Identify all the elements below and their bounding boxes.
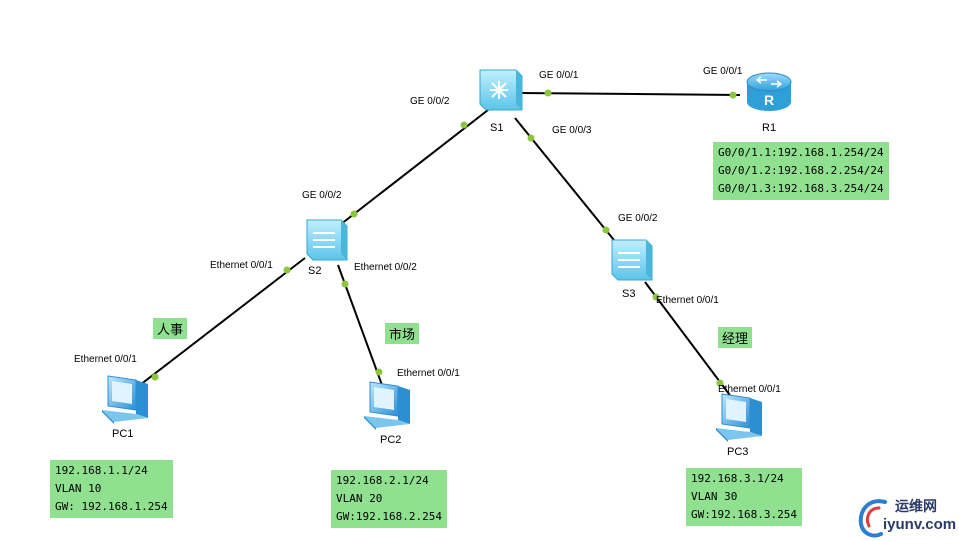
- port-label-pc1-s2: Ethernet 0/0/1: [74, 354, 137, 365]
- info-line: G0/0/1.3:192.168.3.254/24: [718, 182, 884, 195]
- info-line: GW:192.168.3.254: [691, 508, 797, 521]
- port-dot: [527, 134, 535, 142]
- port-dot: [350, 210, 358, 218]
- department-label-manager: 经理: [718, 327, 753, 348]
- port-dot: [729, 91, 737, 99]
- port-dot: [375, 368, 383, 376]
- info-line: G0/0/1.1:192.168.1.254/24: [718, 146, 884, 159]
- switch-s3-icon[interactable]: [611, 239, 653, 281]
- port-dot: [716, 379, 724, 387]
- port-label-s2-s1: GE 0/0/2: [302, 190, 342, 201]
- info-line: VLAN 20: [336, 492, 383, 505]
- port-label-s2-pc1: Ethernet 0/0/1: [210, 260, 273, 271]
- link-s3-pc3: [644, 281, 733, 399]
- port-label-pc2-s2: Ethernet 0/0/1: [397, 368, 460, 379]
- department-label-market: 市场: [385, 323, 420, 344]
- info-line: VLAN 10: [55, 482, 102, 495]
- watermark-url: iyunv.com: [883, 516, 957, 533]
- pc1-ip-info: 192.168.1.1/24 VLAN 10 GW: 192.168.1.254: [50, 460, 173, 518]
- port-label-s3-pc3: Ethernet 0/0/1: [656, 295, 719, 306]
- router-subinterface-info: G0/0/1.1:192.168.1.254/24 G0/0/1.2:192.1…: [713, 142, 889, 200]
- port-label-s2-pc2: Ethernet 0/0/2: [354, 262, 417, 273]
- port-label-pc3-s3: Ethernet 0/0/1: [718, 384, 781, 395]
- port-dot: [544, 89, 552, 97]
- link-s1-s2: [335, 109, 489, 229]
- info-line: 192.168.1.1/24: [55, 464, 148, 477]
- watermark-logo: 运维网 iyunv.com: [855, 496, 957, 540]
- device-label-pc3: PC3: [727, 446, 749, 458]
- device-label-pc1: PC1: [112, 428, 134, 440]
- switch-s2-icon[interactable]: [306, 219, 348, 261]
- port-dot: [283, 266, 291, 274]
- pc3-icon[interactable]: [716, 393, 762, 442]
- pc3-ip-info: 192.168.3.1/24 VLAN 30 GW:192.168.3.254: [686, 468, 802, 526]
- port-dots: [151, 89, 737, 387]
- svg-text:R: R: [764, 92, 774, 108]
- department-label-hr: 人事: [153, 318, 188, 339]
- device-label-r1: R1: [762, 122, 777, 134]
- watermark-swirl-icon: [858, 499, 887, 538]
- info-line: GW: 192.168.1.254: [55, 500, 168, 513]
- port-label-s1-s3: GE 0/0/3: [552, 125, 592, 136]
- port-label-s3-s1: GE 0/0/2: [618, 213, 658, 224]
- router-r1-icon[interactable]: R: [746, 72, 792, 111]
- link-s2-pc1: [139, 257, 306, 386]
- port-dot: [151, 373, 159, 381]
- info-line: 192.168.3.1/24: [691, 472, 784, 485]
- port-dot: [460, 121, 468, 129]
- info-line: G0/0/1.2:192.168.2.254/24: [718, 164, 884, 177]
- watermark-title: 运维网: [895, 498, 937, 514]
- pc2-icon[interactable]: [364, 381, 410, 430]
- info-line: VLAN 30: [691, 490, 738, 503]
- info-line: 192.168.2.1/24: [336, 474, 429, 487]
- device-label-s2: S2: [308, 265, 322, 277]
- switch-s1-icon[interactable]: [479, 69, 523, 111]
- device-label-s1: S1: [490, 122, 504, 134]
- port-label-s1-s2: GE 0/0/2: [410, 96, 450, 107]
- pc2-ip-info: 192.168.2.1/24 VLAN 20 GW:192.168.2.254: [331, 470, 447, 528]
- port-label-s1-r1: GE 0/0/1: [539, 70, 579, 81]
- port-dot: [652, 293, 660, 301]
- port-label-r1-s1: GE 0/0/1: [703, 66, 743, 77]
- port-dot: [602, 226, 610, 234]
- info-line: GW:192.168.2.254: [336, 510, 442, 523]
- port-dot: [341, 280, 349, 288]
- pc1-icon[interactable]: [102, 375, 148, 424]
- device-label-pc2: PC2: [380, 434, 402, 446]
- link-s1-r1: [519, 92, 741, 96]
- device-label-s3: S3: [622, 288, 636, 300]
